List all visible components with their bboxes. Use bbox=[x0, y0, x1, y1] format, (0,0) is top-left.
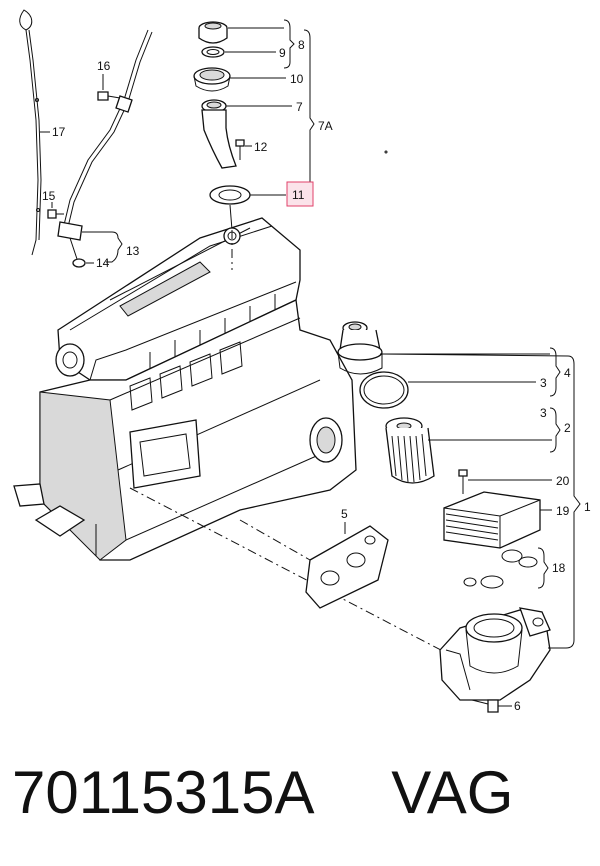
callout-17: 17 bbox=[52, 125, 66, 139]
dipstick-guide-tube bbox=[57, 29, 153, 263]
bolt-15 bbox=[47, 209, 64, 219]
callout-19: 19 bbox=[556, 504, 570, 518]
callout-6: 6 bbox=[514, 699, 521, 713]
oil-filler-cap bbox=[198, 21, 228, 44]
bracket-8 bbox=[283, 19, 295, 69]
bracket-7a bbox=[303, 29, 315, 207]
bracket-1 bbox=[379, 353, 581, 649]
oil-filter-cap bbox=[337, 321, 383, 375]
bolt-16 bbox=[97, 91, 121, 101]
callout-15: 15 bbox=[42, 189, 56, 203]
bracket-2 bbox=[549, 407, 561, 453]
callout-4: 4 bbox=[564, 366, 571, 380]
callout-14: 14 bbox=[96, 256, 110, 270]
callout-11[interactable]: 11 bbox=[292, 188, 305, 202]
callout-3a: 3 bbox=[540, 376, 547, 390]
engine-block bbox=[13, 217, 357, 561]
centerline-gasket bbox=[239, 519, 311, 561]
exploded-parts-diagram: 17 16 15 14 13 bbox=[13, 9, 591, 713]
gasket-5 bbox=[305, 525, 389, 609]
bracket-18 bbox=[537, 547, 549, 589]
callout-18: 18 bbox=[552, 561, 566, 575]
bracket-4 bbox=[549, 347, 561, 397]
callout-7a: 7A bbox=[318, 119, 333, 133]
oil-filter-housing bbox=[439, 607, 551, 701]
callout-7: 7 bbox=[296, 100, 303, 114]
callout-5: 5 bbox=[341, 507, 348, 521]
callout-20: 20 bbox=[556, 474, 570, 488]
clip-14 bbox=[72, 258, 86, 268]
callout-1: 1 bbox=[584, 500, 591, 514]
seal-ring-9 bbox=[201, 46, 225, 58]
gasket-11 bbox=[209, 185, 251, 231]
callout-16: 16 bbox=[97, 59, 111, 73]
bolt-6 bbox=[471, 699, 499, 713]
oil-filter-element bbox=[385, 417, 435, 484]
centerline-filter-housing bbox=[129, 487, 461, 661]
callout-12: 12 bbox=[254, 140, 268, 154]
bracket-13 bbox=[82, 231, 123, 263]
filler-neck-insert-10 bbox=[193, 67, 231, 92]
callout-9: 9 bbox=[279, 46, 286, 60]
bolt-12 bbox=[235, 139, 245, 160]
callout-10: 10 bbox=[290, 72, 304, 86]
highlight-box-11[interactable] bbox=[286, 181, 314, 207]
callout-2: 2 bbox=[564, 421, 571, 435]
seal-set-18 bbox=[463, 549, 538, 589]
dipstick-part bbox=[19, 9, 42, 256]
callout-3b: 3 bbox=[540, 406, 547, 420]
footer-caption: 70115315A VAG bbox=[12, 758, 592, 858]
callout-8: 8 bbox=[298, 38, 305, 52]
o-ring-3 bbox=[359, 371, 409, 409]
part-number-label: 70115315A bbox=[12, 759, 315, 826]
bolt-20 bbox=[458, 469, 468, 494]
oil-cooler bbox=[443, 491, 541, 549]
oil-filler-neck-7 bbox=[201, 99, 237, 169]
callout-13: 13 bbox=[126, 244, 140, 258]
brand-label: VAG bbox=[391, 759, 514, 826]
